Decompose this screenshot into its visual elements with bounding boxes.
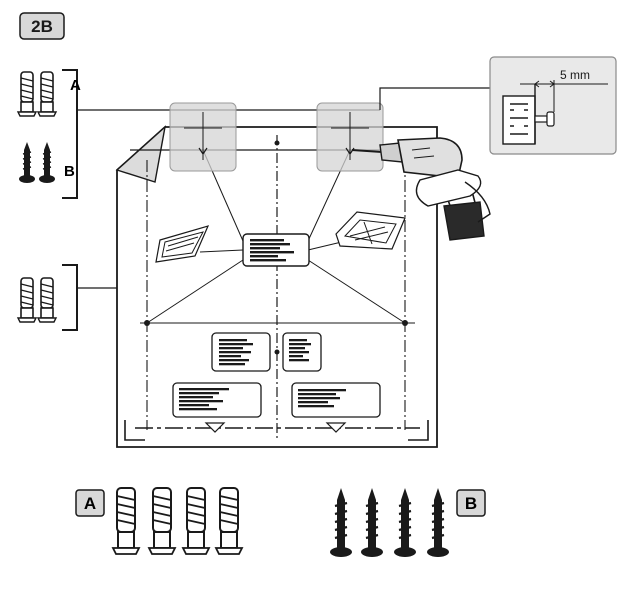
legend-label-b: B [465,494,477,513]
top-screws-group [18,141,56,184]
bracket-label-a: A [70,77,81,94]
legend-screws: B [328,486,486,559]
bracket-label-b: B [64,163,75,180]
measurement-label: 5 mm [560,68,590,82]
wall-anchor-icon [37,277,57,323]
middle-anchors-group [17,277,57,323]
bracket-top [62,69,78,199]
legend-anchors: A [75,487,243,555]
wall-anchor-icon [37,71,57,117]
screw-icon [359,486,385,559]
bracket-middle [62,264,78,331]
wall-anchor-icon [17,71,37,117]
arrow-icon [204,422,226,433]
wall-anchor-icon [112,487,140,555]
screw-icon [328,486,354,559]
wall-anchor-icon [182,487,210,555]
wall-anchor-icon [215,487,243,555]
screw-icon [392,486,418,559]
detail-panel: 5 mm [489,56,617,155]
step-label: 2B [31,17,53,36]
top-anchors-group [17,71,57,117]
detail-leader [379,87,490,110]
drill-point-left [169,102,237,172]
screw-icon [425,486,451,559]
screw-icon [38,141,56,184]
drill-point-right [316,102,384,172]
screw-icon [18,141,36,184]
wall-anchor-icon [148,487,176,555]
drill-icon [351,137,491,241]
mounting-template [115,125,438,448]
step-badge: 2B [19,12,65,40]
wall-anchor-icon [17,277,37,323]
template-corner-fold [115,125,167,183]
legend-label-a: A [84,494,96,513]
arrow-icon [325,422,347,433]
